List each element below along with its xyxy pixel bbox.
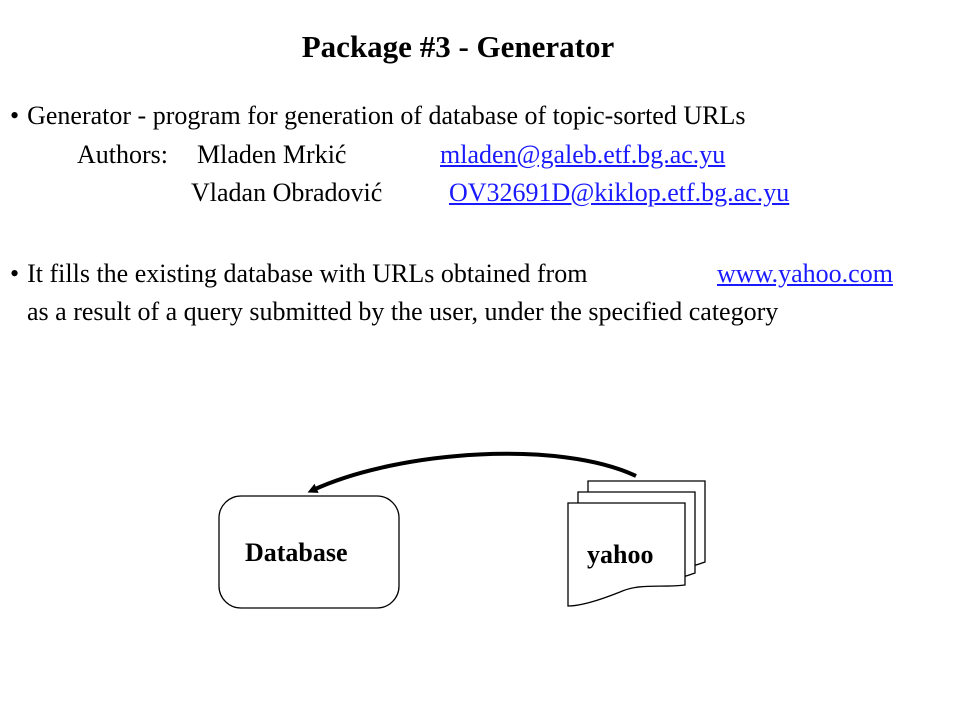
description-text-1: It fills the existing database with URLs… bbox=[27, 259, 588, 288]
author-1-email-link[interactable]: mladen@galeb.etf.bg.ac.yu bbox=[440, 140, 726, 169]
description-line-2: as a result of a query submitted by the … bbox=[27, 297, 779, 326]
author-1-name: Mladen Mrkić bbox=[197, 140, 347, 169]
author-2-email-link[interactable]: OV32691D@kiklop.etf.bg.ac.yu bbox=[449, 178, 790, 207]
yahoo-document-stack bbox=[567, 480, 706, 607]
bullet-icon: • bbox=[10, 101, 20, 130]
author-2-name: Vladan Obradović bbox=[191, 178, 383, 207]
page-title: Package #3 - Generator bbox=[301, 29, 615, 64]
database-box bbox=[218, 495, 400, 609]
authors-label: Authors: bbox=[77, 140, 168, 169]
yahoo-link[interactable]: www.yahoo.com bbox=[717, 259, 893, 288]
intro-line: •Generator - program for generation of d… bbox=[10, 100, 745, 132]
intro-text: Generator - program for generation of da… bbox=[27, 101, 746, 130]
database-label: Database bbox=[245, 538, 348, 567]
authors-line-1: Authors: bbox=[77, 139, 168, 171]
description-line-1: •It fills the existing database with URL… bbox=[10, 258, 587, 290]
yahoo-label: yahoo bbox=[587, 540, 654, 569]
bullet-icon: • bbox=[10, 259, 20, 288]
flow-arrow bbox=[307, 451, 637, 493]
